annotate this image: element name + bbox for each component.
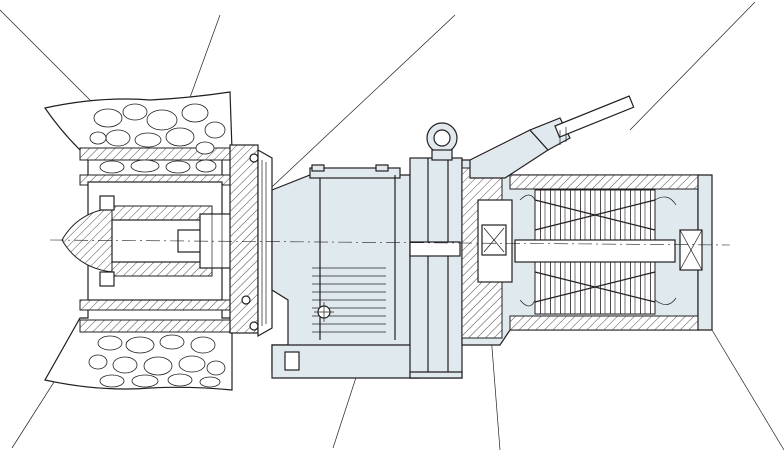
leader-lines: [0, 1, 784, 451]
leader-line-3: [257, 14, 456, 201]
cable-entry: [469, 95, 635, 179]
leader-line-8: [711, 329, 784, 451]
flange-coupling: [229, 144, 273, 338]
rock-drum-upper: [44, 91, 233, 186]
motor-stator-windings: [514, 189, 677, 315]
bearing-block: [409, 157, 463, 379]
leader-line-4: [629, 1, 756, 131]
drum-shaft-hub: [61, 181, 243, 301]
lifting-eye: [426, 122, 458, 161]
shaft-centre-line: [49, 239, 731, 246]
rock-drum-lower: [44, 299, 233, 391]
gearbox-housing: [271, 164, 421, 379]
leader-line-1: [0, 9, 109, 119]
